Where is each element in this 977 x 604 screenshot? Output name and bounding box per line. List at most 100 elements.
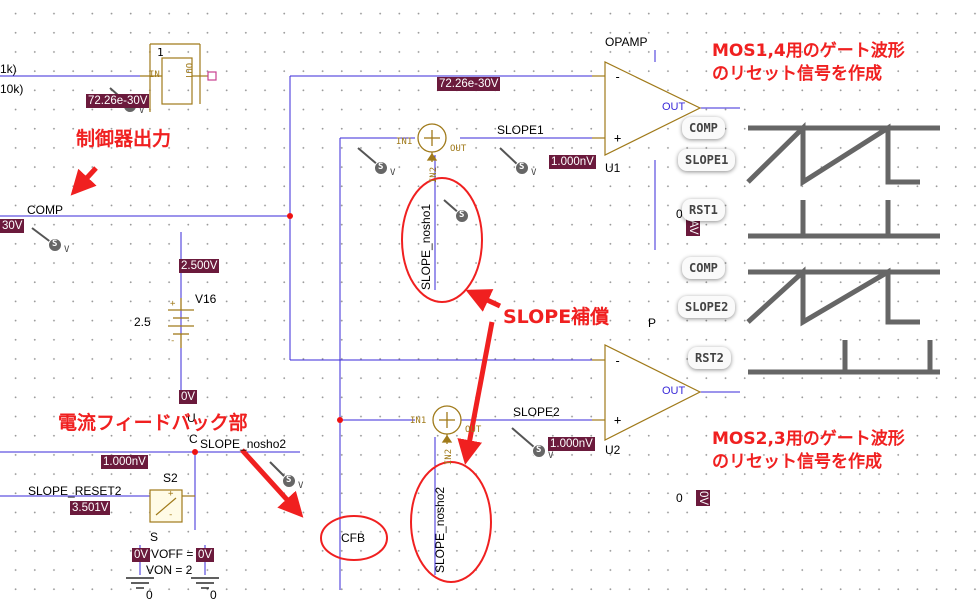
u1-minus: -: [614, 70, 622, 84]
arrow-current-fb: [240, 448, 304, 518]
waveform-label-comp2: COMP: [682, 257, 725, 279]
annotation-slope-comp: SLOPE補償: [503, 306, 610, 328]
s2-minus: -: [168, 510, 174, 520]
marker-v16[interactable]: 2.500V: [179, 259, 220, 273]
ellipse-slope-nosho2: [410, 461, 492, 583]
label-partial-0-2: 0: [676, 491, 683, 505]
battery-v16: [168, 298, 194, 348]
probe-v-nosho2: V: [298, 481, 304, 491]
label-v16: V16: [195, 292, 217, 306]
sum-block-2: [432, 405, 462, 444]
marker-comp-left[interactable]: 30V: [0, 219, 25, 233]
waveform-label-slope1: SLOPE1: [678, 149, 736, 171]
v16-minus: -: [170, 336, 176, 346]
label-partial-0-1: 0: [676, 207, 683, 221]
arrow-slope-up: [465, 289, 502, 312]
waveform-label-rst2: RST2: [688, 347, 731, 369]
annotation-mos14-line1: MOS1,4用のゲート波形: [712, 41, 905, 61]
net-comp: COMP: [27, 203, 63, 217]
marker-1nv-left[interactable]: 1.000nV: [101, 455, 148, 469]
net-slope2: SLOPE2: [513, 405, 560, 419]
opamp-u2: [592, 344, 702, 441]
net-slope-nosho2: SLOPE_nosho2: [433, 486, 447, 573]
sum1-pin-out: OUT: [450, 144, 467, 154]
annotation-arrows: [70, 166, 502, 518]
probe-v-slope1: V: [531, 168, 537, 178]
probe-letter-nosho2[interactable]: S: [286, 475, 292, 485]
sum1-pin-in1: IN1: [396, 137, 413, 147]
marker-0v-s2[interactable]: 0V: [196, 548, 215, 562]
net-slope-nosho2-h: SLOPE_nosho2: [200, 437, 287, 451]
switch-s2: [149, 489, 195, 523]
marker-0v-s1[interactable]: 0V: [132, 548, 151, 562]
marker-3501[interactable]: 3.501V: [70, 501, 111, 515]
annotation-mos23-line2: のリセット信号を作成: [712, 452, 882, 472]
probe-v-limiter: V: [139, 106, 145, 116]
label-u2: U2: [605, 443, 621, 457]
net-slope1: SLOPE1: [497, 123, 544, 137]
sum2-pin-in1: IN1: [410, 416, 427, 426]
probe-v-comp: V: [64, 245, 70, 255]
v16-plus: +: [170, 299, 176, 309]
marker-0v-left[interactable]: 0V: [179, 390, 198, 404]
marker-1nv-u1[interactable]: 1.000nV: [549, 155, 596, 169]
label-von: VON = 2: [146, 563, 193, 577]
arrow-controller: [70, 166, 98, 196]
label-gnd2: 0: [210, 588, 217, 602]
label-opamp-out2: OUT: [662, 385, 686, 397]
probe-v-cfb: V: [390, 168, 396, 178]
label-partial-p: P: [648, 316, 657, 330]
probe-letter-comp[interactable]: S: [52, 239, 58, 249]
arrow-slope-down: [457, 321, 495, 465]
opamp-u1: [592, 61, 702, 156]
waveform-label-comp1: COMP: [682, 117, 725, 139]
limiter-pin-out: OUT: [183, 62, 194, 80]
probe-letter-slope1[interactable]: S: [519, 162, 525, 172]
u2-minus: -: [614, 354, 622, 368]
label-opamp-out1: OUT: [662, 101, 686, 113]
junctions: [192, 213, 343, 455]
probe-letter-slope2[interactable]: S: [536, 445, 542, 455]
marker-0v-right[interactable]: 0V: [696, 490, 710, 507]
net-cfb: CFB: [341, 531, 365, 545]
label-u1: U1: [605, 161, 621, 175]
label-gnd1: 0: [146, 588, 153, 602]
probe-letter-cfb[interactable]: S: [378, 162, 384, 172]
sum1-pin-in2: IN2: [429, 166, 440, 184]
net-slope-reset2: SLOPE_RESET2: [28, 484, 122, 498]
waveforms: [746, 122, 940, 375]
limiter-pin-1: 1: [157, 46, 164, 59]
marker-1nv-u2[interactable]: 1.000nV: [548, 437, 595, 451]
probe-letter-nosho1[interactable]: S: [459, 210, 465, 220]
net-slope-nosho1: SLOPE_nosho1: [419, 203, 433, 290]
marker-av-right[interactable]: AV: [686, 219, 700, 236]
probe-heads: [48, 99, 546, 488]
u2-plus: +: [614, 413, 622, 427]
limiter-pin-in: IN: [149, 70, 160, 80]
waveform-label-rst1: RST1: [682, 199, 725, 221]
probe-v-slope2: V: [548, 451, 554, 461]
wf-slope1: [746, 122, 920, 187]
waveform-label-slope2: SLOPE2: [678, 296, 736, 318]
grounds: [126, 577, 219, 589]
label-v16-value: 2.5: [134, 315, 151, 329]
ellipse-cfb: [320, 515, 388, 561]
annotation-mos23-line1: MOS2,3用のゲート波形: [712, 429, 905, 449]
label-s: S: [150, 530, 159, 544]
marker-opamp[interactable]: 72.26e-30V: [437, 77, 501, 91]
sum2-pin-in2: IN2: [444, 448, 455, 466]
label-partial-10k: 10k): [0, 82, 24, 96]
label-s2: S2: [163, 471, 178, 485]
wf-slope2: [746, 266, 920, 327]
label-partial-1k: 1k): [0, 62, 17, 76]
ellipse-slope-nosho1: [401, 177, 483, 303]
sum-block-1: [417, 123, 447, 162]
marker-limiter[interactable]: 72.26e-30V: [86, 94, 150, 108]
annotation-shapes: [320, 177, 492, 583]
label-voff: VOFF = 0: [151, 547, 204, 561]
annotation-mos14-line2: のリセット信号を作成: [712, 64, 882, 84]
annotation-controller-out: 制御器出力: [76, 128, 172, 150]
label-partial-u: U: [187, 411, 196, 425]
label-opamp: OPAMP: [605, 35, 648, 49]
